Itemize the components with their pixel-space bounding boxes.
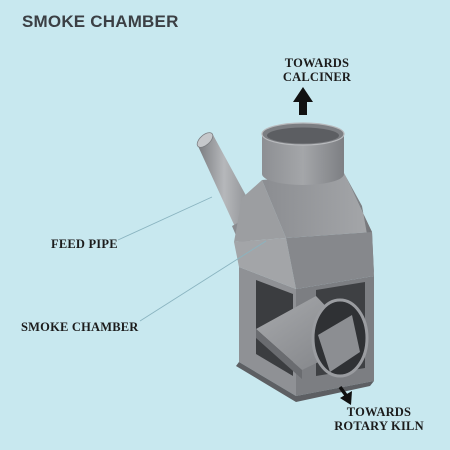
arrow-down-right-icon (338, 385, 352, 405)
outlet-cylinder (261, 122, 345, 185)
leader-line-feed-pipe (117, 196, 213, 241)
arrow-up-icon (293, 87, 313, 115)
leader-line-smoke-chamber (139, 240, 267, 322)
label-smoke-chamber: SMOKE CHAMBER (21, 320, 139, 334)
diagram-title: SMOKE CHAMBER (22, 12, 179, 31)
label-towards-calciner-line1: TOWARDS (284, 56, 350, 70)
label-towards-calciner-line2: CALCINER (282, 70, 352, 84)
kiln-opening (311, 298, 369, 378)
label-towards-calciner: TOWARDS CALCINER (274, 56, 360, 84)
label-towards-rotary-kiln: TOWARDS ROTARY KILN (318, 405, 440, 433)
label-towards-rotary-kiln-line2: ROTARY KILN (334, 419, 424, 433)
label-feed-pipe: FEED PIPE (51, 237, 118, 251)
hopper (234, 173, 374, 289)
label-towards-rotary-kiln-line1: TOWARDS (346, 405, 412, 419)
